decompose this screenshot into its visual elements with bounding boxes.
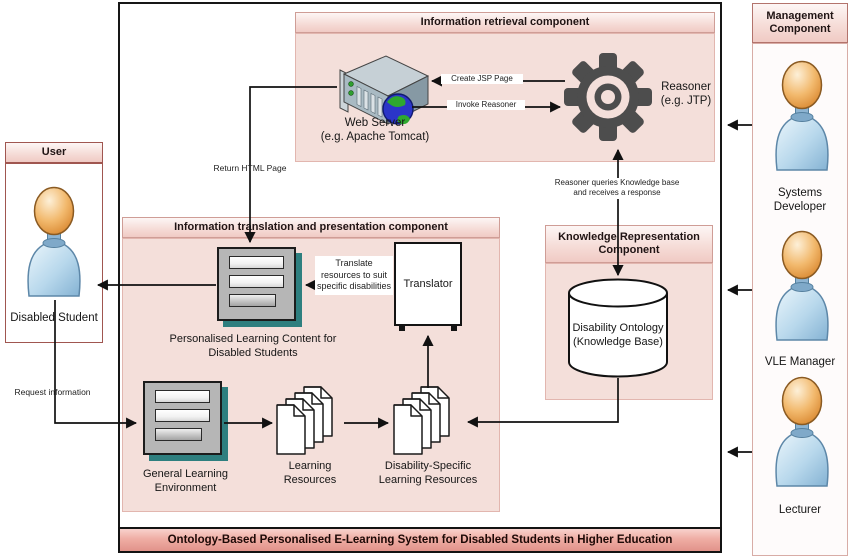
ontology-database-cylinder-icon	[568, 278, 668, 378]
system-title: Ontology-Based Personalised E-Learning S…	[167, 534, 673, 546]
translator-box: Translator	[394, 242, 462, 331]
window-bar	[229, 256, 284, 269]
reasoner-sublabel: (e.g. JTP)	[660, 95, 712, 108]
translator-foot	[451, 324, 457, 331]
reasoner-queries-label: Reasoner queries Knowledge base and rece…	[554, 178, 680, 199]
lecturer-person-icon	[775, 376, 829, 487]
window-button-bar	[155, 428, 202, 441]
disability-resources-label: Disability-Specific Learning Resources	[378, 460, 478, 486]
management-box-header: Management Component	[752, 3, 848, 43]
management-box-title: Management Component	[766, 9, 834, 35]
general-learning-window-icon	[143, 381, 222, 455]
ontology-database-label: Disability Ontology (Knowledge Base)	[572, 322, 664, 348]
return-html-page-label: Return HTML Page	[213, 163, 287, 173]
window-bar	[155, 390, 210, 403]
user-box-title: User	[41, 145, 67, 158]
translate-resources-label: Translate resources to suit specific dis…	[315, 256, 393, 296]
web-server-label: Web Server	[344, 117, 406, 129]
lecturer-label: Lecturer	[778, 504, 822, 516]
systems-developer-label: Systems Developer	[773, 187, 827, 214]
create-jsp-page-label: Create JSP Page	[441, 74, 523, 85]
information-retrieval-title: Information retrieval component	[420, 15, 590, 28]
reasoner-gear-icon	[564, 53, 652, 141]
web-server-caption: Web Server (e.g. Apache Tomcat)	[300, 116, 450, 145]
systems-developer-person-icon	[775, 60, 829, 171]
information-translation-title: Information translation and presentation…	[174, 220, 448, 233]
disability-resources-docs-icon	[393, 386, 450, 455]
personalised-content-window-icon	[217, 247, 296, 321]
translator-foot	[399, 324, 405, 331]
general-learning-label: General Learning Environment	[142, 468, 228, 494]
window-bar	[229, 275, 284, 288]
vle-manager-label: VLE Manager	[764, 356, 836, 368]
knowledge-representation-header: Knowledge Representation Component	[545, 225, 713, 263]
reasoner-caption: Reasoner (e.g. JTP)	[650, 80, 722, 109]
personalised-content-label: Personalised Learning Content for Disabl…	[169, 333, 337, 359]
disabled-student-person-icon	[27, 186, 81, 297]
invoke-reasoner-label: Invoke Reasoner	[447, 100, 525, 111]
learning-resources-docs-icon	[276, 386, 333, 455]
reasoner-label: Reasoner	[661, 81, 711, 93]
information-retrieval-header: Information retrieval component	[295, 12, 715, 33]
knowledge-representation-title: Knowledge Representation Component	[558, 230, 700, 256]
system-title-bar: Ontology-Based Personalised E-Learning S…	[118, 527, 722, 553]
window-button-bar	[229, 294, 276, 307]
request-information-label: Request information	[14, 387, 91, 397]
window-bar	[155, 409, 210, 422]
web-server-icon	[339, 55, 430, 125]
vle-manager-person-icon	[775, 230, 829, 341]
translator-label: Translator	[403, 278, 453, 290]
web-server-sublabel: (e.g. Apache Tomcat)	[320, 131, 430, 144]
learning-resources-label: Learning Resources	[283, 460, 337, 486]
disabled-student-label: Disabled Student	[10, 312, 98, 324]
user-box-header: User	[5, 142, 103, 163]
information-translation-header: Information translation and presentation…	[122, 217, 500, 238]
